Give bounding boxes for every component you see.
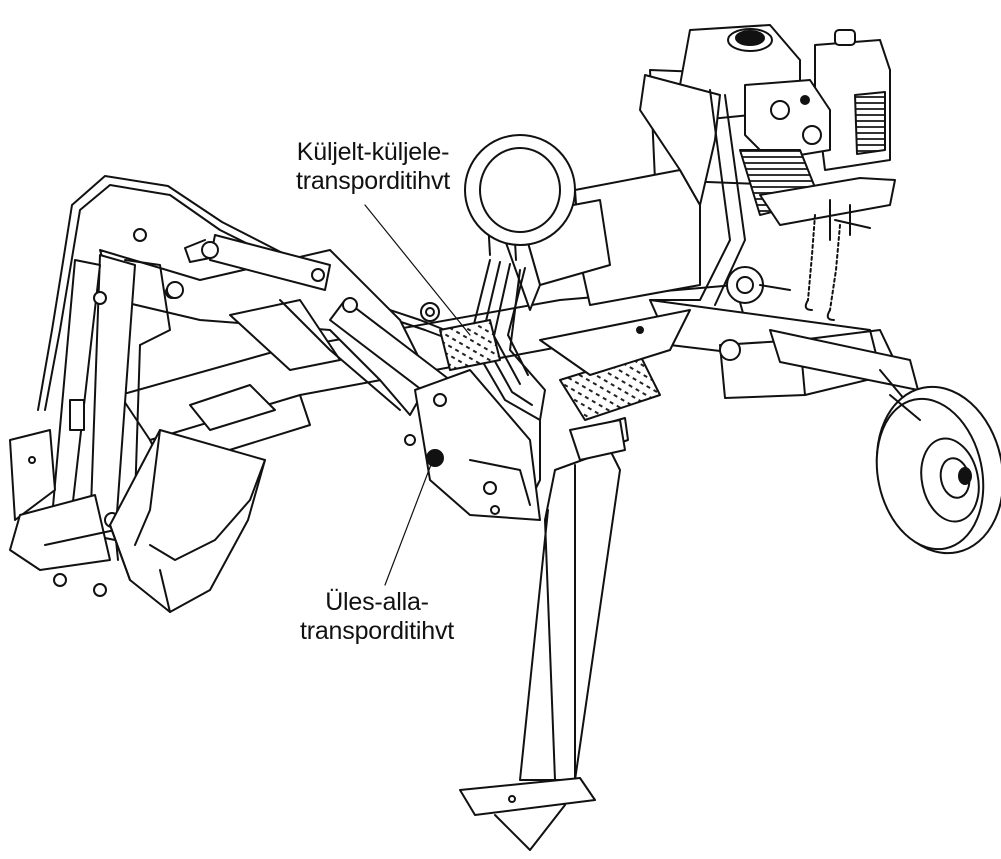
leader-line-side <box>364 204 471 336</box>
callout-up-down-pin: Üles-alla- transporditihvt <box>282 588 472 646</box>
callout-updown-line-2: transporditihvt <box>299 617 455 645</box>
callout-updown-line-1: Üles-alla- <box>325 588 429 616</box>
callout-side-line-1: Küljelt-küljele- <box>296 138 450 166</box>
tank-and-valves <box>464 74 791 311</box>
callout-side-line-2: transporditihvt <box>295 167 451 195</box>
wheel-assembly <box>649 299 1001 555</box>
front-leg <box>459 419 626 851</box>
leader-line-updown <box>384 461 433 586</box>
bucket <box>109 429 266 613</box>
callout-side-to-side-pin: Küljelt-küljele- transporditihvt <box>268 138 478 196</box>
